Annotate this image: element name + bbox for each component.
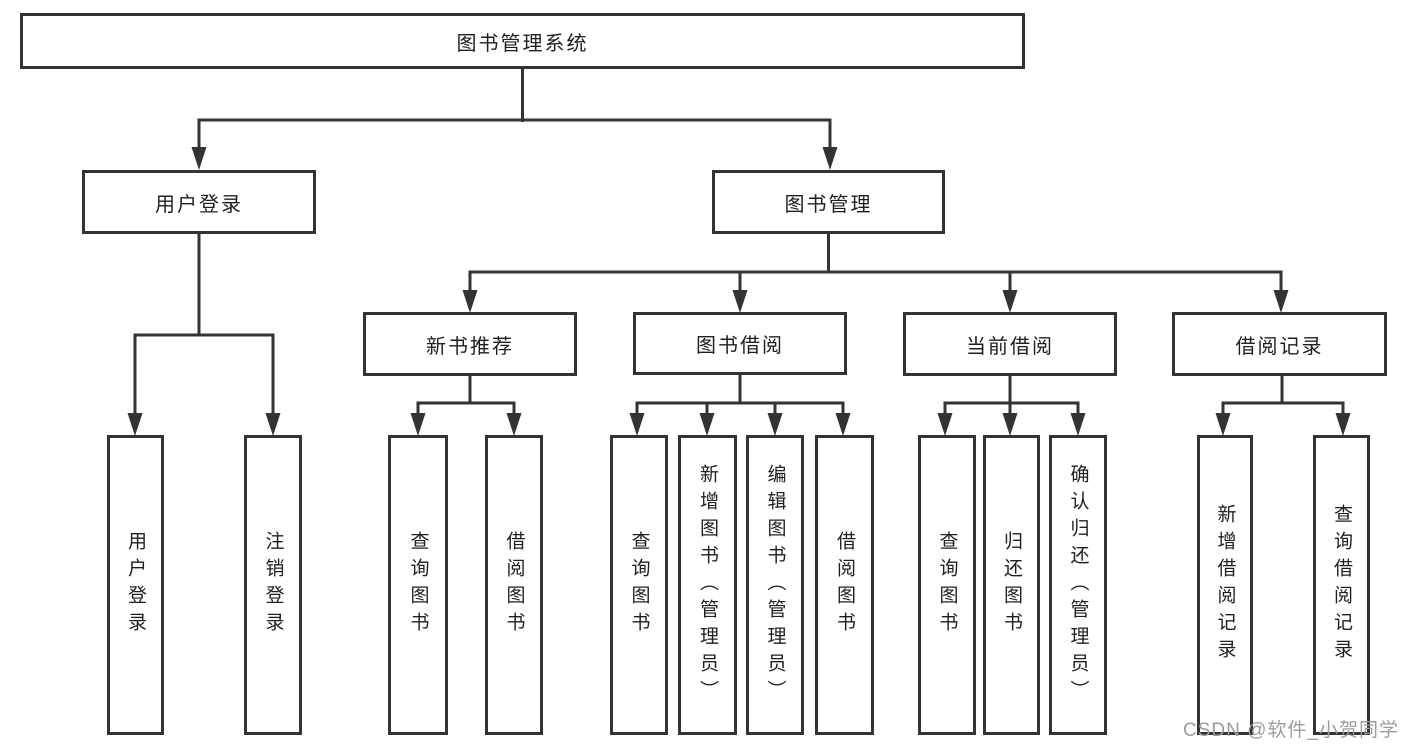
leaf-borrow-borrow-label: 借阅图书 — [834, 531, 855, 639]
leaf-current-query: 查询图书 — [918, 435, 976, 735]
leaf-newbook-query-label: 查询图书 — [407, 531, 429, 639]
leaf-newbook-borrow-label: 借阅图书 — [503, 531, 525, 639]
leaf-logout-label: 注销登录 — [262, 531, 284, 639]
leaf-records-query: 查询借阅记录 — [1313, 435, 1370, 735]
leaf-current-query-label: 查询图书 — [936, 531, 958, 639]
leaf-borrow-borrow: 借阅图书 — [815, 435, 874, 735]
leaf-records-query-label: 查询借阅记录 — [1331, 504, 1352, 666]
node-book-borrow: 图书借阅 — [633, 312, 847, 375]
node-book-management-label: 图书管理 — [784, 193, 873, 216]
leaf-records-add: 新增借阅记录 — [1197, 435, 1253, 735]
node-root: 图书管理系统 — [20, 13, 1025, 69]
leaf-current-return: 归还图书 — [983, 435, 1040, 735]
node-borrow-records-label: 借阅记录 — [1235, 335, 1324, 358]
leaf-newbook-borrow: 借阅图书 — [485, 435, 543, 735]
arrowheads — [127, 147, 1351, 436]
leaf-user-login-label: 用户登录 — [125, 531, 146, 639]
node-new-book-recommend: 新书推荐 — [363, 312, 577, 376]
node-borrow-records: 借阅记录 — [1172, 312, 1387, 376]
node-book-borrow-label: 图书借阅 — [696, 335, 784, 357]
leaf-borrow-add-admin: 新增图书（管理员） — [678, 435, 737, 735]
leaf-current-return-label: 归还图书 — [1001, 531, 1022, 639]
node-current-borrow: 当前借阅 — [903, 312, 1117, 376]
watermark-text: CSDN @软件_小贺同学 — [1183, 720, 1399, 741]
leaf-records-add-label: 新增借阅记录 — [1214, 504, 1236, 666]
leaf-current-confirm-admin-label: 确认归还（管理员） — [1067, 463, 1089, 707]
node-user-login-label: 用户登录 — [155, 193, 243, 216]
leaf-borrow-query: 查询图书 — [610, 435, 668, 735]
leaf-current-confirm-admin: 确认归还（管理员） — [1049, 435, 1107, 735]
node-current-borrow-label: 当前借阅 — [966, 335, 1054, 358]
leaf-borrow-query-label: 查询图书 — [628, 531, 650, 639]
leaf-newbook-query: 查询图书 — [388, 435, 448, 735]
node-root-label: 图书管理系统 — [456, 32, 589, 55]
node-user-login: 用户登录 — [82, 170, 316, 234]
node-new-book-recommend-label: 新书推荐 — [426, 335, 514, 358]
leaf-borrow-edit-admin: 编辑图书（管理员） — [746, 435, 804, 735]
leaf-user-login: 用户登录 — [107, 435, 164, 735]
node-book-management: 图书管理 — [712, 170, 945, 234]
leaf-logout: 注销登录 — [244, 435, 302, 735]
tree-edges — [133, 68, 1345, 418]
leaf-borrow-edit-admin-label: 编辑图书（管理员） — [764, 463, 786, 707]
leaf-borrow-add-admin-label: 新增图书（管理员） — [697, 463, 718, 707]
